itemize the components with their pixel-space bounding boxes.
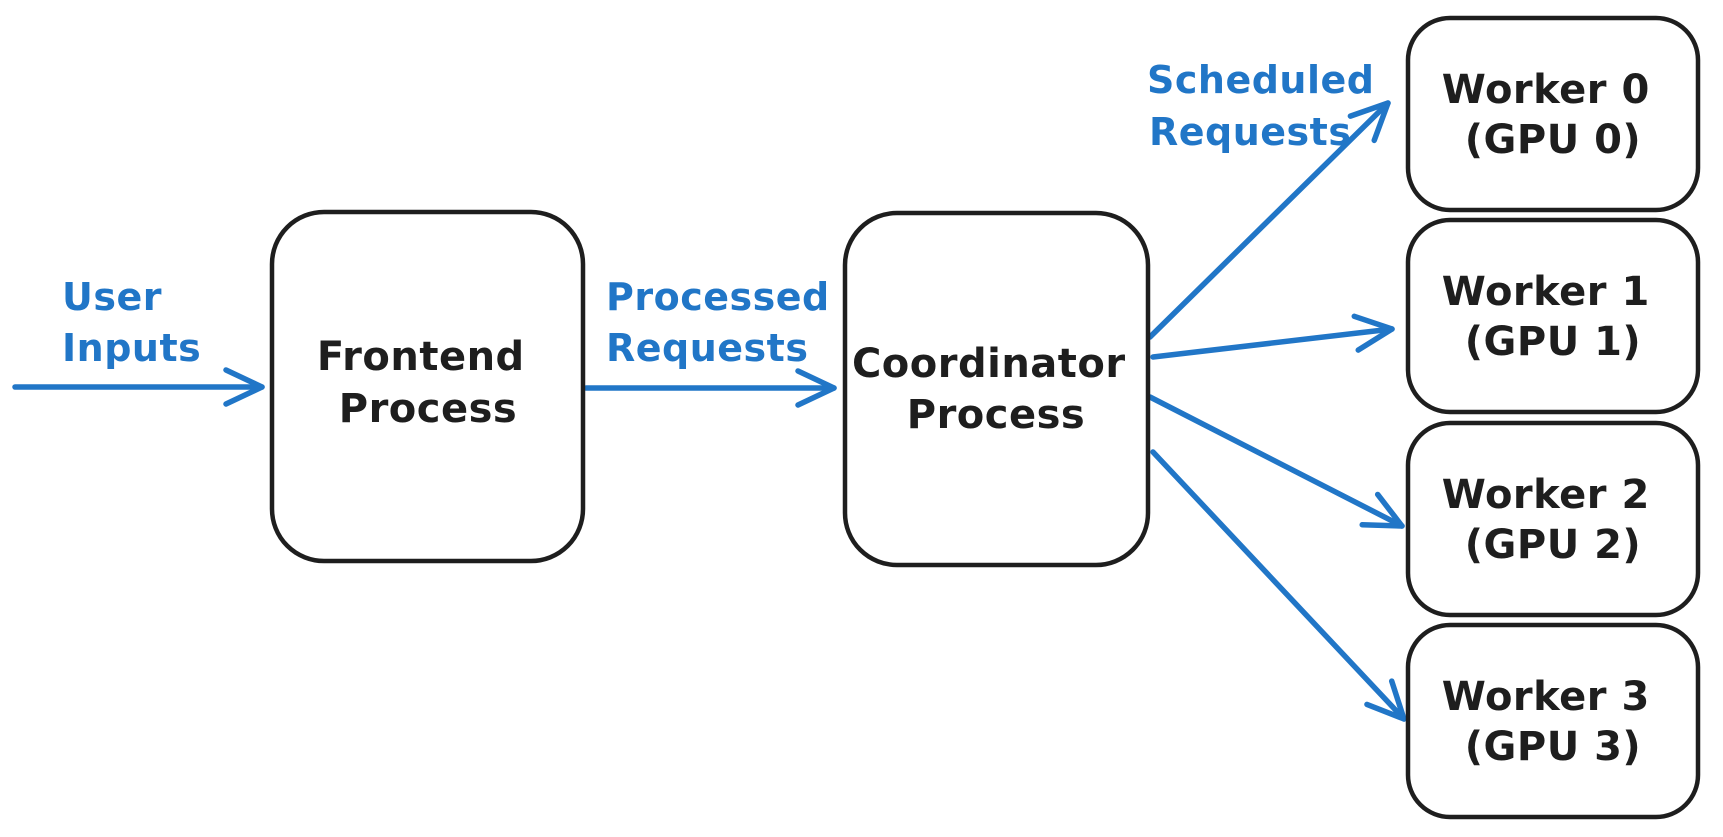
worker-3-label: Worker 3 (GPU 3) bbox=[1442, 674, 1664, 770]
worker-2-label: Worker 2 (GPU 2) bbox=[1442, 472, 1664, 568]
coordinator-process-label-line1: Coordinator bbox=[852, 341, 1126, 387]
worker-1-label: Worker 1 (GPU 1) bbox=[1442, 269, 1664, 365]
scheduled-requests-label-line1: Scheduled bbox=[1147, 58, 1374, 102]
processed-requests-label-line2: Requests bbox=[606, 326, 808, 370]
scheduled-arrow-worker-3 bbox=[1150, 449, 1407, 722]
scheduled-requests-label: Scheduled Requests bbox=[1147, 58, 1388, 154]
worker-2-node: Worker 2 (GPU 2) bbox=[1405, 420, 1701, 618]
frontend-process-node: Frontend Process bbox=[269, 209, 586, 564]
worker-3-label-line2: (GPU 3) bbox=[1465, 724, 1641, 770]
worker-1-box bbox=[1405, 217, 1701, 415]
scheduled-arrow-worker-2 bbox=[1147, 394, 1405, 529]
worker-1-node: Worker 1 (GPU 1) bbox=[1405, 217, 1701, 415]
scheduled-requests-label-line2: Requests bbox=[1149, 110, 1351, 154]
coordinator-process-node: Coordinator Process bbox=[842, 210, 1151, 568]
coordinator-process-label: Coordinator Process bbox=[852, 341, 1140, 438]
processed-requests-label-line1: Processed bbox=[606, 275, 830, 319]
frontend-process-label-line1: Frontend bbox=[317, 334, 525, 380]
worker-0-label-line1: Worker 0 bbox=[1442, 67, 1650, 113]
worker-3-node: Worker 3 (GPU 3) bbox=[1405, 622, 1701, 820]
worker-0-label: Worker 0 (GPU 0) bbox=[1442, 67, 1664, 163]
coordinator-process-label-line2: Process bbox=[907, 392, 1085, 438]
worker-0-box bbox=[1405, 15, 1701, 213]
frontend-process-label-line2: Process bbox=[339, 386, 517, 432]
worker-0-node: Worker 0 (GPU 0) bbox=[1405, 15, 1701, 213]
frontend-process-box bbox=[269, 209, 586, 564]
worker-3-label-line1: Worker 3 bbox=[1442, 674, 1650, 720]
coordinator-process-box bbox=[842, 210, 1151, 568]
scheduled-arrow-worker-1 bbox=[1150, 313, 1395, 360]
user-inputs-label: User Inputs bbox=[62, 275, 201, 370]
frontend-process-label: Frontend Process bbox=[317, 334, 539, 432]
worker-2-label-line2: (GPU 2) bbox=[1465, 522, 1641, 568]
worker-2-label-line1: Worker 2 bbox=[1442, 472, 1650, 518]
worker-1-label-line2: (GPU 1) bbox=[1465, 319, 1641, 365]
worker-2-box bbox=[1405, 420, 1701, 618]
processed-requests-label: Processed Requests bbox=[606, 275, 843, 370]
user-inputs-label-line2: Inputs bbox=[62, 326, 201, 370]
worker-0-label-line2: (GPU 0) bbox=[1465, 117, 1641, 163]
worker-3-box bbox=[1405, 622, 1701, 820]
scheduled-arrow-worker-0 bbox=[1147, 100, 1391, 340]
user-inputs-label-line1: User bbox=[62, 275, 162, 319]
worker-1-label-line1: Worker 1 bbox=[1442, 269, 1650, 315]
